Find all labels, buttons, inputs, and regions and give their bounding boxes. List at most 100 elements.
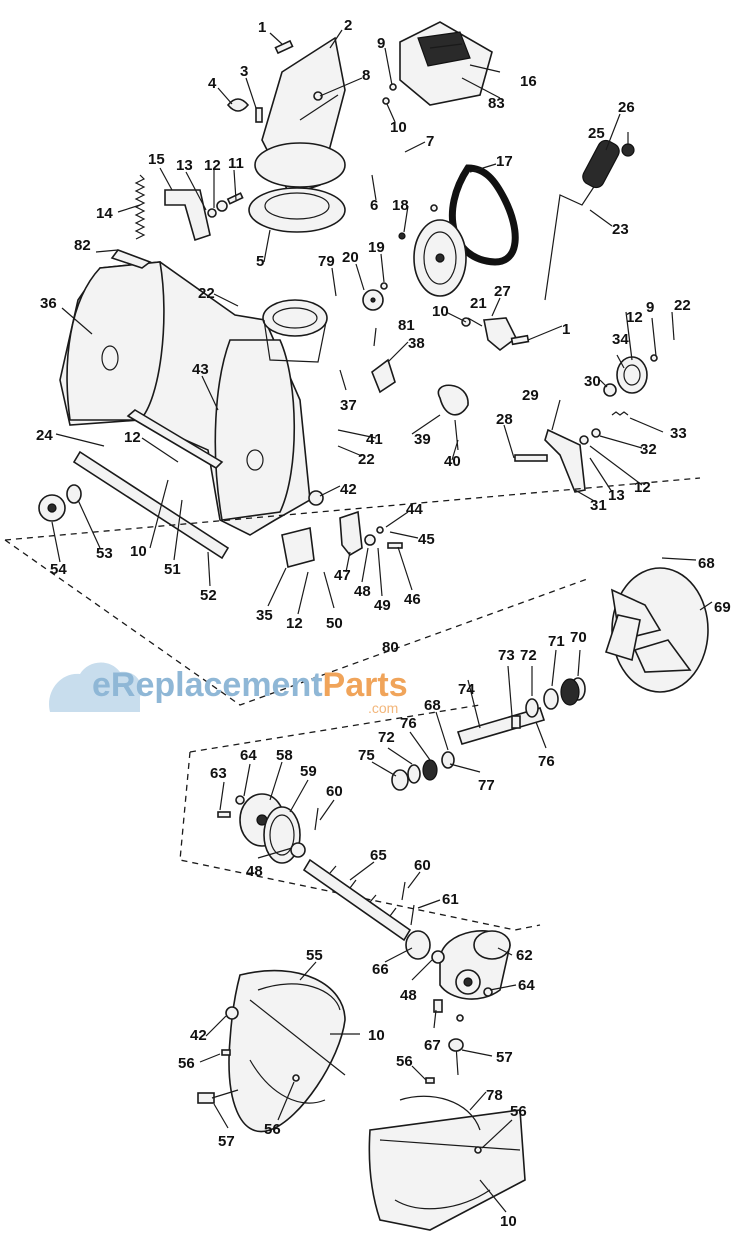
callout-8: 8 <box>362 67 370 84</box>
impeller-shaft-assembly <box>391 677 586 791</box>
chute-ring-gear <box>248 187 346 233</box>
callout-30: 30 <box>584 373 601 390</box>
callout-31: 31 <box>590 497 607 514</box>
callout-73: 73 <box>498 647 515 664</box>
callout-14: 14 <box>96 205 113 222</box>
callout-72b: 72 <box>378 729 395 746</box>
callout-34: 34 <box>612 331 629 348</box>
bearing-42 <box>308 490 324 506</box>
auger-housing <box>59 249 328 536</box>
gearbox-cover <box>217 793 306 864</box>
scraper-bar <box>72 409 230 560</box>
callout-55: 55 <box>306 947 323 964</box>
callout-67: 67 <box>424 1037 441 1054</box>
callout-20: 20 <box>342 249 359 266</box>
callout-10e: 10 <box>500 1213 517 1230</box>
callout-9b: 9 <box>646 299 654 316</box>
callout-64a: 64 <box>240 747 257 764</box>
callout-38: 38 <box>408 335 425 352</box>
callout-3: 3 <box>240 63 248 80</box>
callout-47: 47 <box>334 567 351 584</box>
callout-70: 70 <box>570 629 587 646</box>
gear-case <box>405 930 511 1076</box>
callout-43: 43 <box>192 361 209 378</box>
main-pulley <box>362 204 467 311</box>
callout-49: 49 <box>374 597 391 614</box>
callout-22c: 22 <box>358 451 375 468</box>
callout-56d: 56 <box>510 1103 527 1120</box>
callout-33: 33 <box>670 425 687 442</box>
callout-81: 81 <box>398 317 415 334</box>
callout-4: 4 <box>208 75 217 92</box>
callout-7: 7 <box>426 133 434 150</box>
callout-42b: 42 <box>190 1027 207 1044</box>
bracket-35 <box>281 527 315 568</box>
impeller <box>604 567 709 693</box>
auger-right <box>368 1077 526 1231</box>
callout-6: 6 <box>370 197 378 214</box>
callout-51: 51 <box>164 561 181 578</box>
callout-46: 46 <box>404 591 421 608</box>
idler-arm <box>514 428 586 493</box>
callout-18: 18 <box>392 197 409 214</box>
callout-76b: 76 <box>538 753 555 770</box>
callout-12b: 12 <box>626 309 643 326</box>
callout-28: 28 <box>496 411 513 428</box>
callout-13b: 13 <box>608 487 625 504</box>
callout-64b: 64 <box>518 977 535 994</box>
callout-36: 36 <box>40 295 57 312</box>
callout-37: 37 <box>340 397 357 414</box>
callout-63: 63 <box>210 765 227 782</box>
callout-79: 79 <box>318 253 335 270</box>
watermark-subtext: .com <box>368 700 399 716</box>
callout-50: 50 <box>326 615 343 632</box>
callout-56b: 56 <box>264 1121 281 1138</box>
callout-66: 66 <box>372 961 389 978</box>
callout-75: 75 <box>358 747 375 764</box>
callout-60a: 60 <box>326 783 343 800</box>
worm-shaft <box>302 807 415 942</box>
callout-26: 26 <box>618 99 635 116</box>
callout-65: 65 <box>370 847 387 864</box>
watermark-text-plain: eReplacement <box>92 666 323 704</box>
callout-57a: 57 <box>496 1049 513 1066</box>
callout-68a: 68 <box>698 555 715 572</box>
callout-56c: 56 <box>396 1053 413 1070</box>
callout-10d: 10 <box>368 1027 385 1044</box>
callout-48a: 48 <box>354 583 371 600</box>
callout-48c: 48 <box>400 987 417 1004</box>
callout-2: 2 <box>344 17 352 34</box>
bracket-47 <box>339 510 403 557</box>
callout-76a: 76 <box>400 715 417 732</box>
callout-57b: 57 <box>218 1133 235 1150</box>
small-hardware-top <box>226 39 397 123</box>
callout-12c: 12 <box>124 429 141 446</box>
callout-62: 62 <box>516 947 533 964</box>
callout-25: 25 <box>588 125 605 142</box>
callout-74: 74 <box>458 681 475 698</box>
callout-42a: 42 <box>340 481 357 498</box>
callout-48b: 48 <box>246 863 263 880</box>
callout-9: 9 <box>377 35 385 52</box>
callout-41: 41 <box>366 431 383 448</box>
callout-40: 40 <box>444 453 461 470</box>
callout-32: 32 <box>640 441 657 458</box>
callout-10a: 10 <box>390 119 407 136</box>
callout-29: 29 <box>522 387 539 404</box>
watermark-logo-icon <box>49 662 142 712</box>
callout-61: 61 <box>442 891 459 908</box>
callout-21: 21 <box>470 295 487 312</box>
callout-53: 53 <box>96 545 113 562</box>
callout-35: 35 <box>256 607 273 624</box>
callout-17: 17 <box>496 153 513 170</box>
callout-78: 78 <box>486 1087 503 1104</box>
watermark-text-accent: Parts <box>322 666 408 704</box>
callout-22b: 22 <box>674 297 691 314</box>
callout-80: 80 <box>382 639 399 656</box>
callout-15: 15 <box>148 151 165 168</box>
callout-69: 69 <box>714 599 731 616</box>
callout-68b: 68 <box>424 697 441 714</box>
callout-82: 82 <box>74 237 91 254</box>
bracket-38 <box>371 358 396 394</box>
